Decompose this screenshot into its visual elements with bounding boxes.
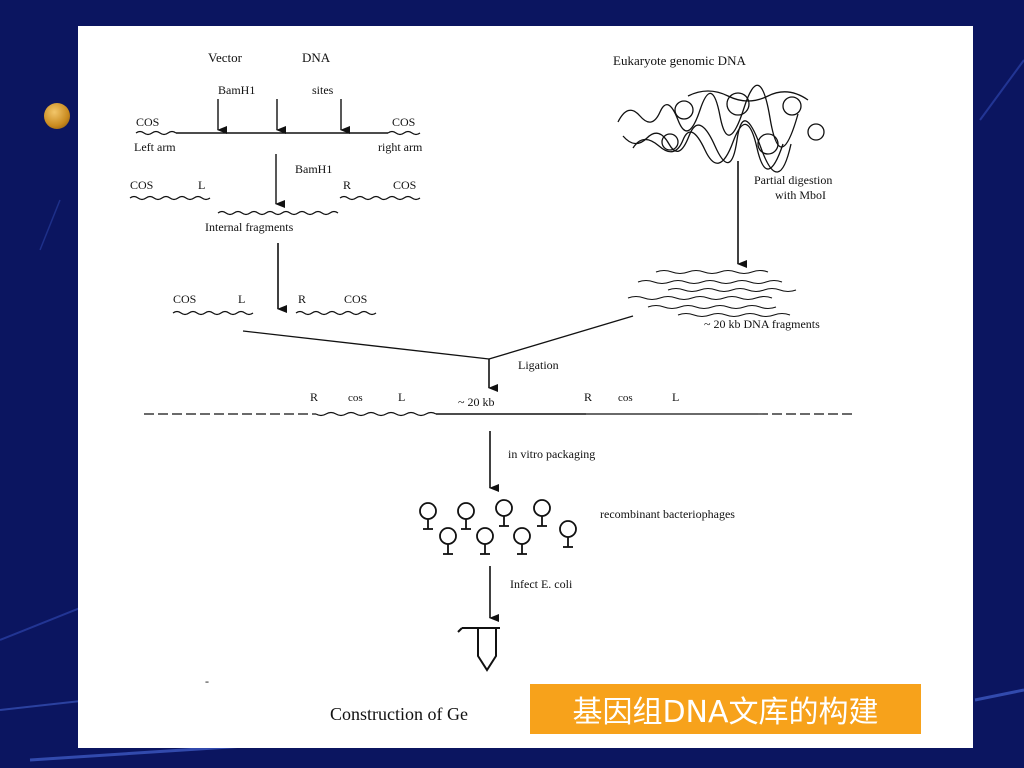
concat-r2: R <box>584 390 592 404</box>
cos-left-label: COS <box>136 115 159 129</box>
fragment-cos-left: COS <box>130 178 153 192</box>
dna-fragments-label: ~ 20 kb DNA fragments <box>704 317 820 331</box>
vector-title: Vector <box>208 50 243 65</box>
packaging-label: in vitro packaging <box>508 447 595 461</box>
phage-icon <box>533 499 551 527</box>
figure-caption: Construction of Ge <box>330 704 468 724</box>
left-arm-fragment <box>129 195 211 201</box>
dna-fragment-pile <box>627 269 797 318</box>
ligation-label: Ligation <box>518 358 559 372</box>
purified-left-arm <box>172 310 254 316</box>
fragment-l-label: L <box>198 178 205 192</box>
internal-fragments-label: Internal fragments <box>205 220 294 234</box>
bamh1-sites-label: BamH1 <box>218 83 255 97</box>
cos-left-wavy <box>135 130 177 136</box>
left-arm-label: Left arm <box>134 140 176 154</box>
dna-title: DNA <box>302 50 331 65</box>
bullet-icon <box>44 103 70 129</box>
phage-icon <box>457 502 475 530</box>
slide-title-label: 基因组DNA文库的构建 <box>530 684 921 734</box>
phage-icon <box>513 527 531 555</box>
concat-r1: R <box>310 390 318 404</box>
right-arm-label: right arm <box>378 140 423 154</box>
diagram-panel: Vector DNA BamH1 sites COS COS Left arm … <box>78 26 973 748</box>
concat-l2: L <box>672 390 679 404</box>
phage-icon <box>476 527 494 555</box>
arm-r-label: R <box>298 292 306 306</box>
fragment-r-label: R <box>343 178 351 192</box>
eukaryote-dna-label: Eukaryote genomic DNA <box>613 53 746 68</box>
concat-l1: L <box>398 390 405 404</box>
sites-label: sites <box>312 83 334 97</box>
concatemer-cos-site <box>315 411 437 417</box>
arm-l-label: L <box>238 292 245 306</box>
right-arm-fragment <box>339 195 421 201</box>
concat-cos2: cos <box>618 392 633 404</box>
bacteriophage-icons <box>419 499 577 555</box>
mbol-label: with MboI <box>775 188 826 202</box>
partial-digestion-label: Partial digestion <box>754 173 832 187</box>
concat-20kb: ~ 20 kb <box>458 395 495 409</box>
arm-cos-left: COS <box>173 292 196 306</box>
infect-ecoli-label: Infect E. coli <box>510 577 573 591</box>
arm-cos-right: COS <box>344 292 367 306</box>
ligation-line-right <box>488 315 634 360</box>
cosmid-library-diagram: Vector DNA BamH1 sites COS COS Left arm … <box>129 50 853 688</box>
purified-right-arm <box>295 310 377 316</box>
test-tube-icon <box>457 627 500 672</box>
bamh1-step-label: BamH1 <box>295 162 332 176</box>
recombinant-phages-label: recombinant bacteriophages <box>600 507 735 521</box>
cos-right-label: COS <box>392 115 415 129</box>
phage-icon <box>419 502 437 530</box>
concat-cos1: cos <box>348 392 363 404</box>
phage-icon <box>559 520 577 548</box>
internal-fragment-line <box>217 210 339 216</box>
phage-icon <box>439 527 457 555</box>
genomic-dna-tangle <box>617 84 825 173</box>
phage-icon <box>495 499 513 527</box>
side-mark: - <box>205 674 209 688</box>
ligation-line-left <box>242 330 490 360</box>
cos-right-wavy <box>387 130 421 136</box>
fragment-cos-right: COS <box>393 178 416 192</box>
